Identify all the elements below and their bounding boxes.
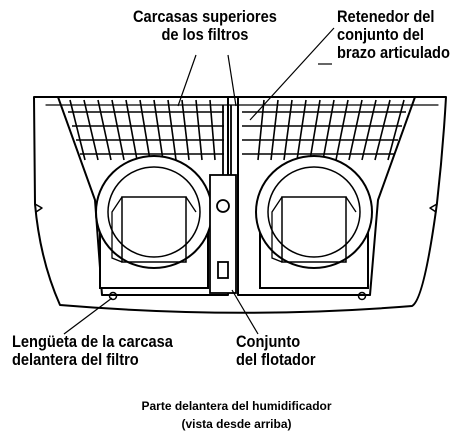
float-assembly-line-2: del flotador — [236, 350, 316, 369]
left-side-notch — [34, 203, 43, 213]
right-filter-housing — [237, 96, 416, 296]
left-filter-housing — [57, 96, 229, 296]
right-side-notch — [429, 203, 438, 213]
float-assembly-drawing — [209, 105, 237, 294]
arm-retainer-line-2: conjunto del — [337, 25, 424, 44]
left-filter-drum — [95, 155, 213, 289]
right-filter-grille — [242, 99, 406, 161]
front-filter-tab-label: Lengüeta de la carcasa delantera del fil… — [12, 333, 173, 369]
humidifier-base-outline — [33, 96, 447, 314]
arm-retainer-line-3: brazo articulado — [337, 43, 450, 62]
upper-filter-housings-label: Carcasas superiores de los filtros — [133, 8, 277, 44]
arm-retainer-label: Retenedor del conjunto del brazo articul… — [337, 8, 450, 62]
left-filter-grille — [68, 99, 224, 161]
front-tab-line-2: delantera del filtro — [12, 350, 139, 369]
arm-retainer-line-1: Retenedor del — [337, 7, 435, 26]
float-assembly-line-1: Conjunto — [236, 332, 301, 351]
right-filter-drum — [255, 155, 373, 289]
callout-leader-lines — [63, 27, 335, 335]
float-assembly-label: Conjunto del flotador — [236, 333, 316, 369]
figure-caption-line-2: (vista desde arriba) — [181, 417, 292, 431]
figure-caption-line-1: Parte delantera del humidificador — [141, 399, 332, 413]
upper-housings-line-1: Carcasas superiores — [133, 7, 277, 26]
upper-housings-line-2: de los filtros — [161, 25, 249, 44]
front-tab-line-1: Lengüeta de la carcasa — [12, 332, 173, 351]
front-tab-screw-left — [108, 291, 118, 301]
front-tab-screw-right — [357, 291, 367, 301]
